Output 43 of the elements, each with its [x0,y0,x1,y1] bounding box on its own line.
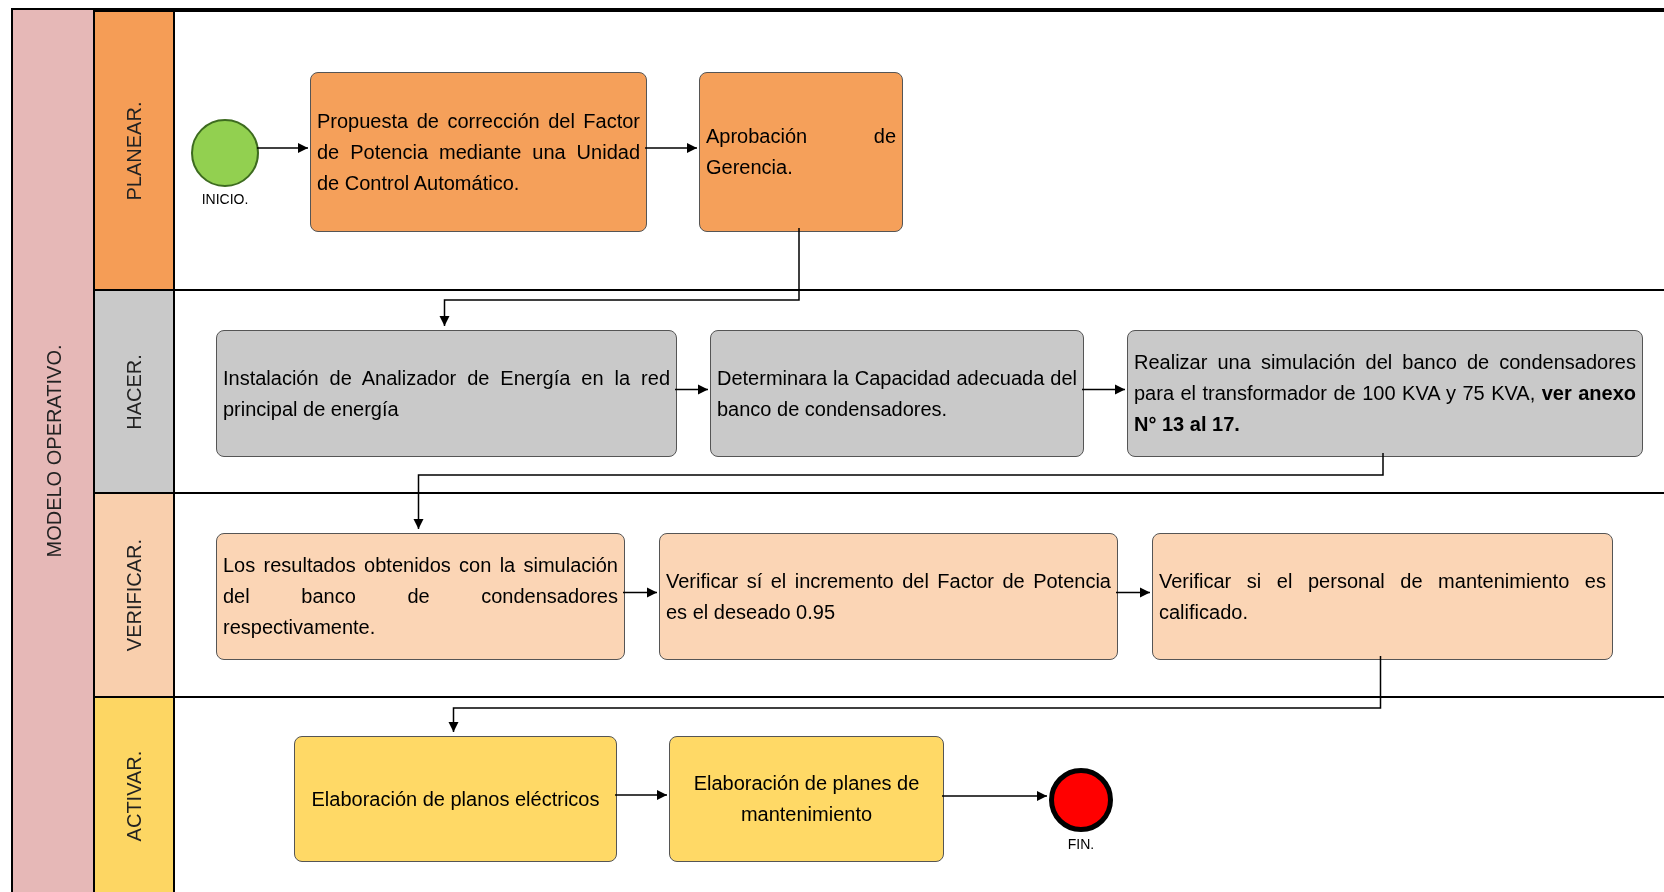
arrow [439,227,800,327]
arrow [1115,587,1151,598]
pool [11,8,1664,892]
lane-label: ACTIVAR. [122,750,146,842]
process-text: Elaboración de planos eléctricos [310,786,601,812]
process-text: Propuesta de corrección del Factor de Potencia mediante una Unidad de Control Automático. [317,108,640,196]
swimlane [95,289,1664,492]
process-box [216,330,677,457]
pool-label: MODELO OPERATIVO. [41,344,65,558]
process-text: Verificar si el personal de mantenimiento es calificado. [1159,568,1606,625]
process-box [1152,533,1613,660]
process-box [669,736,944,862]
arrow [448,655,1382,733]
lane-label: VERIFICAR. [122,538,146,652]
process-text: Realizar una simulación del banco de condensadores para el transformador de 100 KVA y 75 KVA, ver anexo N° 13 al 17. [1134,350,1636,437]
lane-label: PLANEAR. [122,101,146,200]
process-box [699,72,903,232]
swimlane [95,492,1664,696]
arrow [622,587,658,598]
process-box [710,330,1084,457]
process-text: Verificar sí el incremento del Factor de Potencia es el deseado 0.95 [666,568,1111,625]
process-box [1127,330,1643,457]
lane-label: HACER. [122,353,146,430]
arrow [941,790,1048,802]
process-box [659,533,1118,660]
process-box [294,736,617,862]
swimlane [95,10,1664,289]
process-box [216,533,625,660]
process-box [310,72,647,232]
arrow [413,452,1384,530]
swimlane [95,696,1664,892]
process-text: Los resultados obtenidos con la simulación del banco de condensadores respectivamente. [223,553,618,640]
arrow [1081,384,1126,395]
process-text: Determinara la Capacidad adecuada del banco de condensadores. [717,365,1077,422]
event-label: INICIO. [201,190,249,209]
arrow [256,142,309,154]
arrow [674,384,709,395]
arrow [614,789,668,801]
process-text: Instalación de Analizador de Energía en la red principal de energía [223,365,670,422]
process-text: Aprobación de Gerencia. [706,124,896,180]
arrow [644,142,698,154]
process-text: Elaboración de planes de mantenimiento [692,771,921,827]
event-label: FIN. [1067,835,1095,854]
